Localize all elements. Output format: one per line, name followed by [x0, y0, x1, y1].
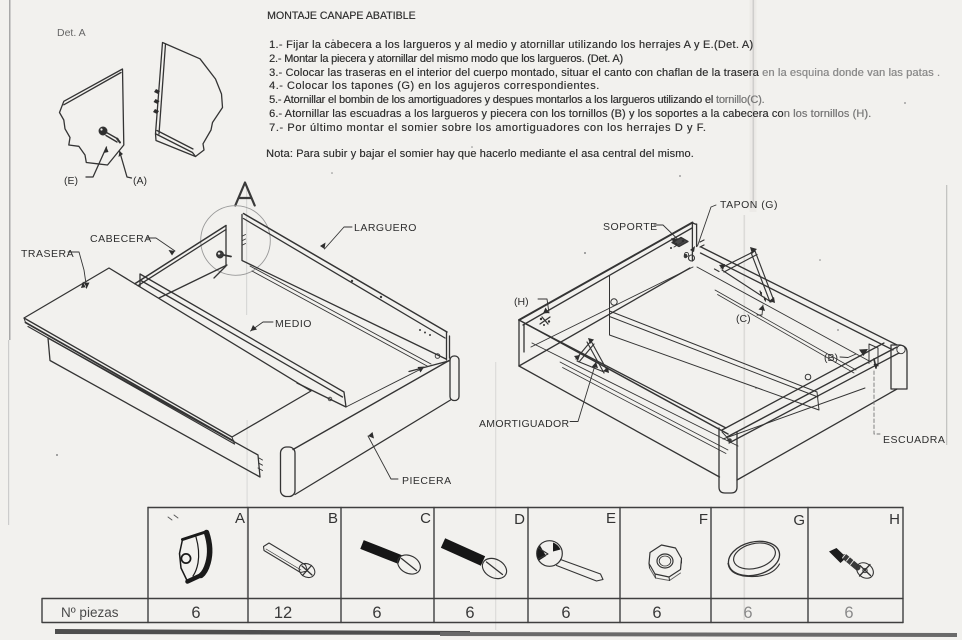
svg-text:E: E	[606, 510, 616, 527]
svg-text:(C): (C)	[736, 313, 751, 325]
svg-text:(B): (B)	[824, 352, 838, 364]
svg-text:ESCUADRA: ESCUADRA	[883, 434, 945, 446]
svg-text:6: 6	[561, 604, 570, 622]
svg-text:H: H	[889, 511, 900, 528]
svg-text:C: C	[420, 510, 431, 527]
svg-text:MEDIO: MEDIO	[275, 318, 312, 330]
svg-text:LARGUERO: LARGUERO	[354, 222, 417, 234]
svg-text:TAPON (G): TAPON (G)	[720, 199, 778, 211]
svg-text:6: 6	[191, 604, 200, 622]
svg-text:SOPORTE: SOPORTE	[603, 221, 658, 233]
svg-text:Nº piezas: Nº piezas	[61, 605, 119, 620]
svg-text:TRASERA: TRASERA	[21, 248, 74, 260]
svg-text:Det. A: Det. A	[57, 27, 86, 39]
svg-text:G: G	[793, 512, 805, 529]
svg-text:F: F	[699, 511, 708, 528]
svg-text:6: 6	[844, 604, 853, 622]
svg-text:CABECERA: CABECERA	[90, 233, 152, 245]
svg-text:D: D	[514, 511, 525, 528]
svg-text:(E): (E)	[64, 175, 78, 187]
svg-text:6: 6	[652, 604, 661, 622]
svg-text:(A): (A)	[133, 175, 147, 187]
svg-text:A: A	[235, 510, 245, 527]
svg-text:6: 6	[465, 604, 474, 622]
svg-text:(H): (H)	[514, 296, 529, 308]
svg-text:AMORTIGUADOR: AMORTIGUADOR	[479, 418, 569, 430]
svg-text:PIECERA: PIECERA	[402, 475, 452, 487]
svg-text:12: 12	[274, 604, 292, 622]
svg-text:6: 6	[743, 604, 752, 622]
svg-text:6: 6	[372, 604, 381, 622]
svg-text:B: B	[328, 510, 338, 527]
